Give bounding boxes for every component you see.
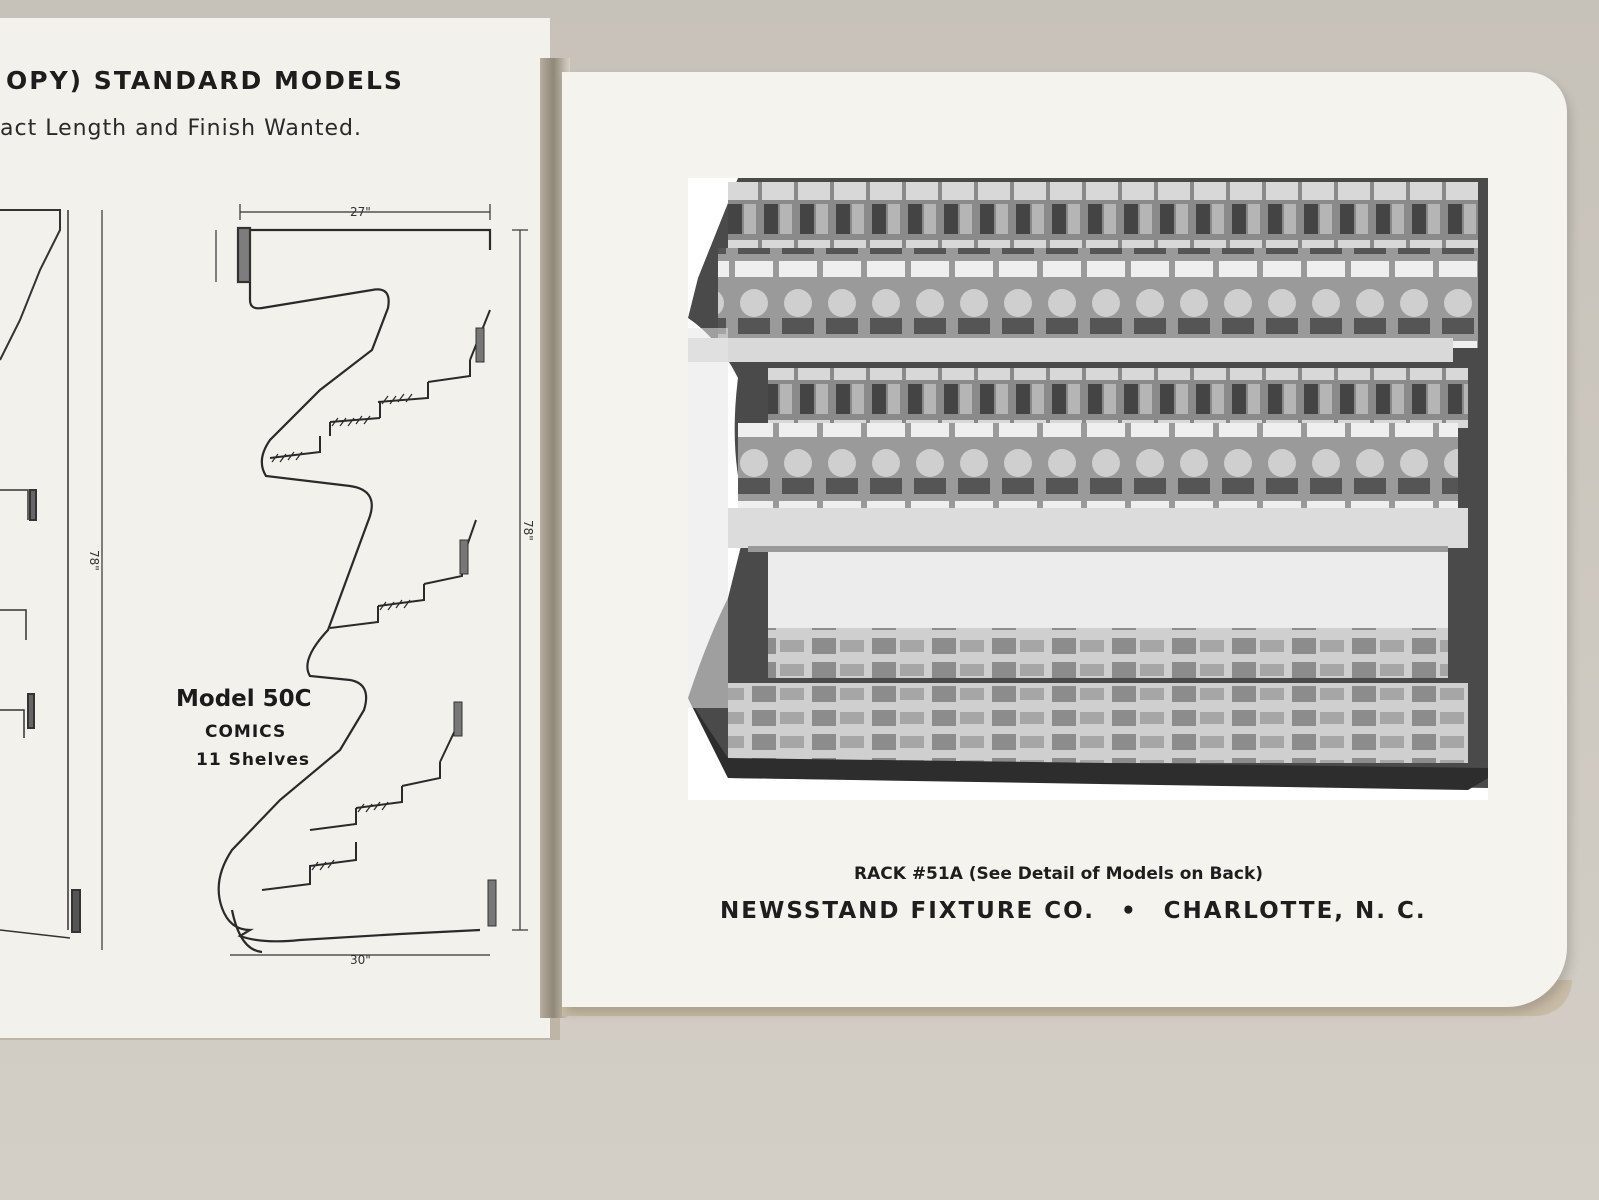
photo-caption: RACK #51A (See Detail of Models on Back)	[854, 864, 1264, 884]
shelf-diagram: 27" 30" 78" 78"	[0, 204, 535, 967]
model-shelves: 11 Shelves	[196, 750, 311, 770]
company-name: NEWSSTAND FIXTURE CO.	[720, 898, 1095, 924]
dimension-left-height: 78"	[87, 550, 101, 571]
left-drawing-outline	[0, 209, 61, 361]
page-subheading: act Length and Finish Wanted.	[0, 116, 362, 141]
company-line: NEWSSTAND FIXTURE CO. • CHARLOTTE, N. C.	[720, 898, 1427, 924]
separator-dot: •	[1120, 898, 1138, 924]
rack-illustration	[688, 178, 1488, 800]
company-location: CHARLOTTE, N. C.	[1163, 898, 1427, 924]
rack-photo	[688, 178, 1488, 800]
dimension-top: 27"	[350, 205, 371, 219]
dimension-bottom: 30"	[350, 953, 371, 967]
dimension-height: 78"	[521, 520, 535, 541]
left-page	[0, 18, 550, 1038]
model-category: COMICS	[205, 722, 287, 742]
model-title: Model 50C	[176, 686, 312, 712]
page-heading: OPY) STANDARD MODELS	[6, 66, 404, 95]
